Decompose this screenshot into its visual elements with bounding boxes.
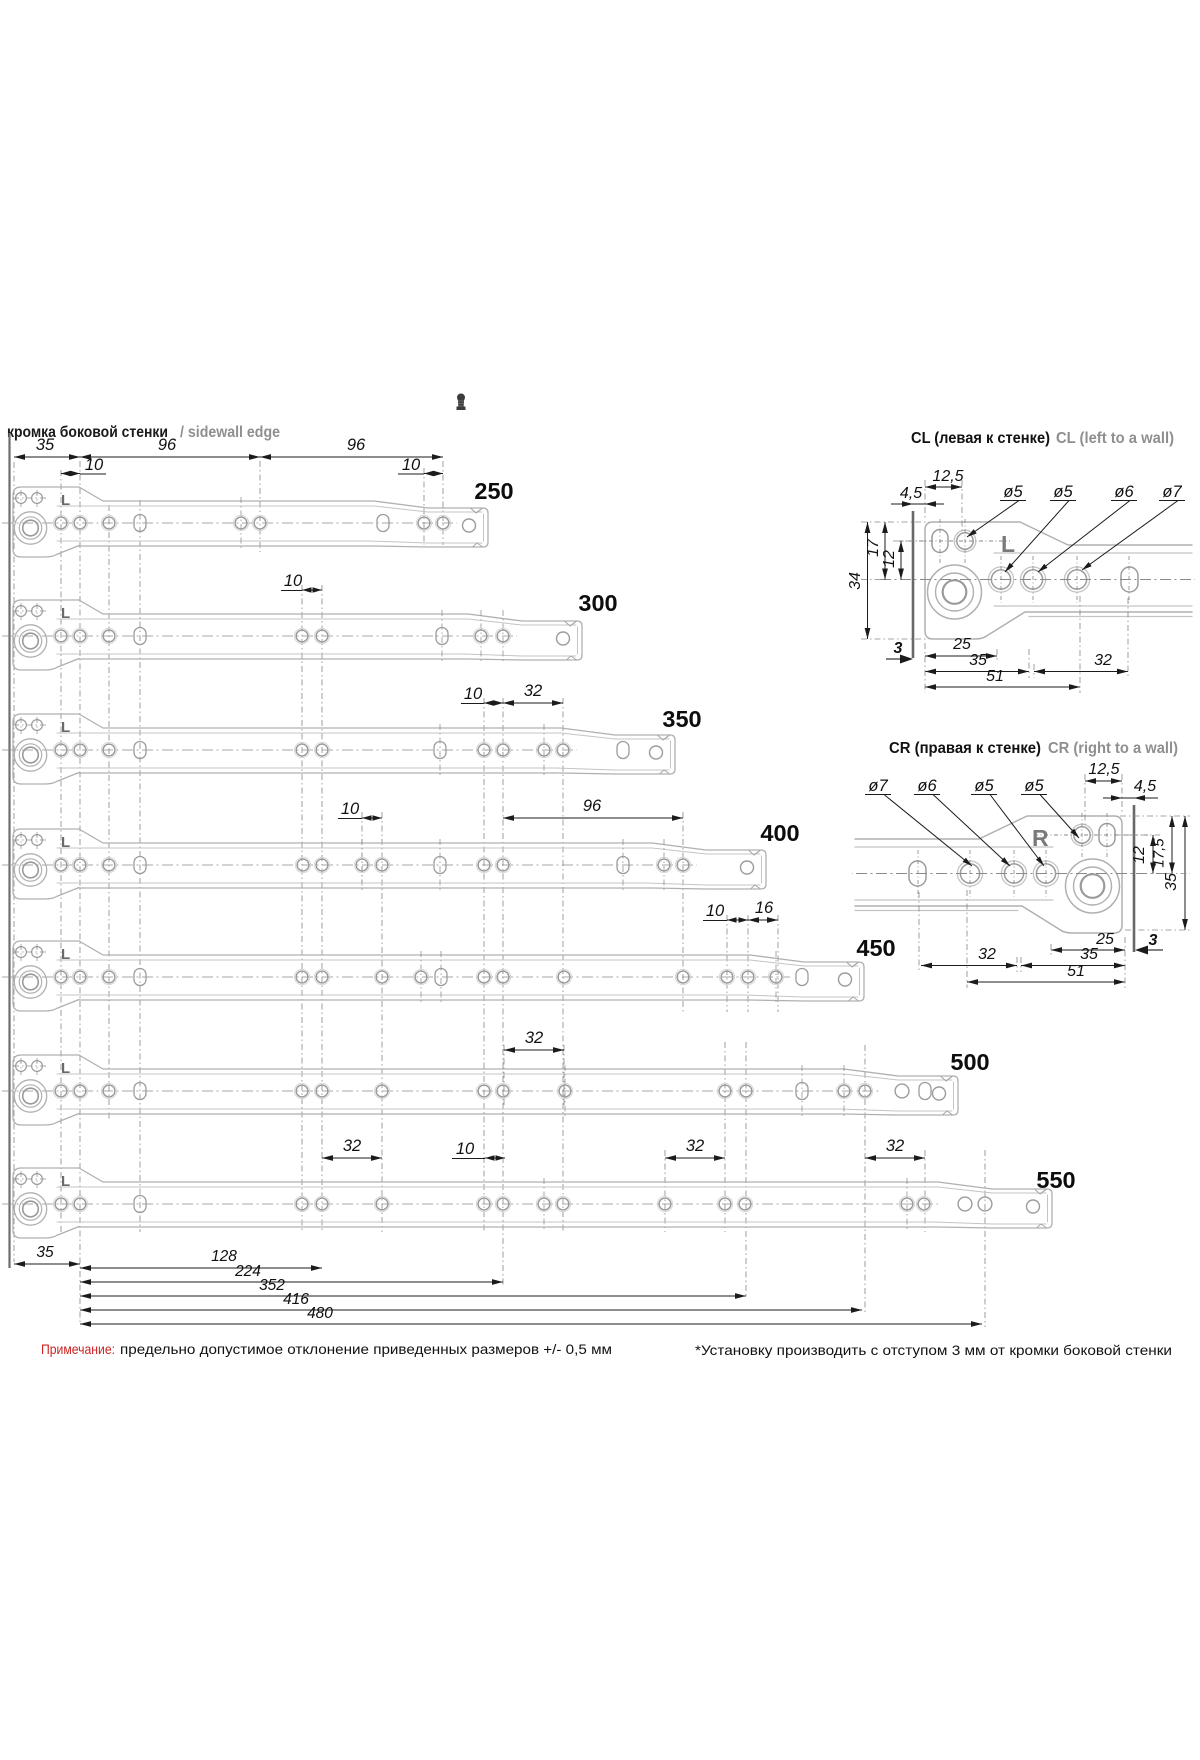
- svg-text:25: 25: [1095, 931, 1114, 948]
- svg-text:ø6: ø6: [917, 777, 937, 795]
- svg-text:550: 550: [1036, 1167, 1075, 1193]
- svg-text:51: 51: [1067, 963, 1085, 980]
- svg-text:ø7: ø7: [1162, 483, 1182, 501]
- svg-text:96: 96: [583, 797, 602, 815]
- svg-text:L: L: [61, 605, 70, 622]
- svg-text:300: 300: [578, 590, 617, 616]
- svg-text:10: 10: [284, 572, 303, 590]
- svg-text:32: 32: [525, 1029, 543, 1047]
- svg-text:L: L: [1001, 531, 1015, 557]
- svg-text:32: 32: [978, 946, 996, 963]
- svg-text:10: 10: [402, 456, 421, 474]
- svg-text:ø5: ø5: [1024, 777, 1044, 795]
- svg-text:32: 32: [886, 1137, 904, 1155]
- svg-text:4,5: 4,5: [1134, 778, 1156, 795]
- svg-text:L: L: [61, 719, 70, 736]
- svg-text:CR (правая к стенке): CR (правая к стенке): [889, 740, 1041, 757]
- svg-text:25: 25: [952, 636, 971, 653]
- svg-text:480: 480: [307, 1305, 333, 1322]
- svg-text:Примечание:: Примечание:: [41, 1341, 115, 1357]
- svg-text:35: 35: [36, 436, 55, 454]
- svg-text:3: 3: [894, 640, 903, 657]
- svg-text:96: 96: [158, 436, 177, 454]
- svg-text:L: L: [61, 834, 70, 851]
- svg-text:предельно допустимое отклонени: предельно допустимое отклонение приведен…: [120, 1341, 612, 1357]
- svg-text:450: 450: [856, 935, 895, 961]
- svg-text:16: 16: [755, 899, 774, 917]
- svg-text:352: 352: [259, 1277, 285, 1294]
- svg-text:416: 416: [283, 1291, 309, 1308]
- svg-text:32: 32: [686, 1137, 704, 1155]
- svg-text:L: L: [61, 1060, 70, 1077]
- svg-text:35: 35: [969, 652, 987, 669]
- svg-text:350: 350: [662, 706, 701, 732]
- svg-text:CL (левая к стенке): CL (левая к стенке): [911, 430, 1050, 447]
- svg-text:35: 35: [1080, 946, 1098, 963]
- svg-text:L: L: [61, 1173, 70, 1190]
- svg-text:кромка боковой стенки: кромка боковой стенки: [7, 424, 168, 441]
- svg-text:10: 10: [464, 685, 483, 703]
- svg-text:L: L: [61, 946, 70, 963]
- svg-text:128: 128: [211, 1248, 237, 1265]
- svg-text:12,5: 12,5: [1088, 761, 1119, 778]
- svg-text:32: 32: [1094, 652, 1112, 669]
- svg-text:CR (right to a wall): CR (right to a wall): [1048, 740, 1178, 757]
- svg-text:3: 3: [1149, 932, 1158, 949]
- svg-text:ø6: ø6: [1114, 483, 1134, 501]
- svg-text:32: 32: [343, 1137, 361, 1155]
- svg-text:400: 400: [760, 820, 799, 846]
- svg-text:ø5: ø5: [1053, 483, 1073, 501]
- svg-text:4,5: 4,5: [900, 485, 922, 502]
- svg-text:10: 10: [85, 456, 104, 474]
- svg-text:10: 10: [706, 902, 725, 920]
- svg-text:/ sidewall edge: / sidewall edge: [180, 424, 280, 441]
- svg-text:17: 17: [865, 538, 882, 557]
- svg-text:35: 35: [36, 1244, 54, 1261]
- svg-text:250: 250: [474, 478, 513, 504]
- svg-text:ø7: ø7: [868, 777, 888, 795]
- svg-text:10: 10: [341, 800, 360, 818]
- svg-text:CL (left to a wall): CL (left to a wall): [1056, 430, 1174, 447]
- svg-text:12: 12: [881, 550, 898, 568]
- svg-text:500: 500: [950, 1049, 989, 1075]
- svg-text:224: 224: [234, 1263, 261, 1280]
- svg-text:35: 35: [1163, 873, 1180, 891]
- svg-text:ø5: ø5: [974, 777, 994, 795]
- svg-text:R: R: [1032, 825, 1049, 851]
- svg-text:*Установку производить с отсту: *Установку производить с отступом 3 мм о…: [695, 1342, 1172, 1358]
- svg-text:12: 12: [1131, 846, 1148, 864]
- svg-text:51: 51: [986, 668, 1004, 685]
- svg-text:12,5: 12,5: [932, 468, 963, 485]
- svg-text:ø5: ø5: [1003, 483, 1023, 501]
- svg-text:34: 34: [847, 572, 864, 590]
- svg-text:32: 32: [524, 682, 542, 700]
- svg-text:96: 96: [347, 436, 366, 454]
- svg-text:L: L: [61, 492, 70, 509]
- svg-text:10: 10: [456, 1140, 475, 1158]
